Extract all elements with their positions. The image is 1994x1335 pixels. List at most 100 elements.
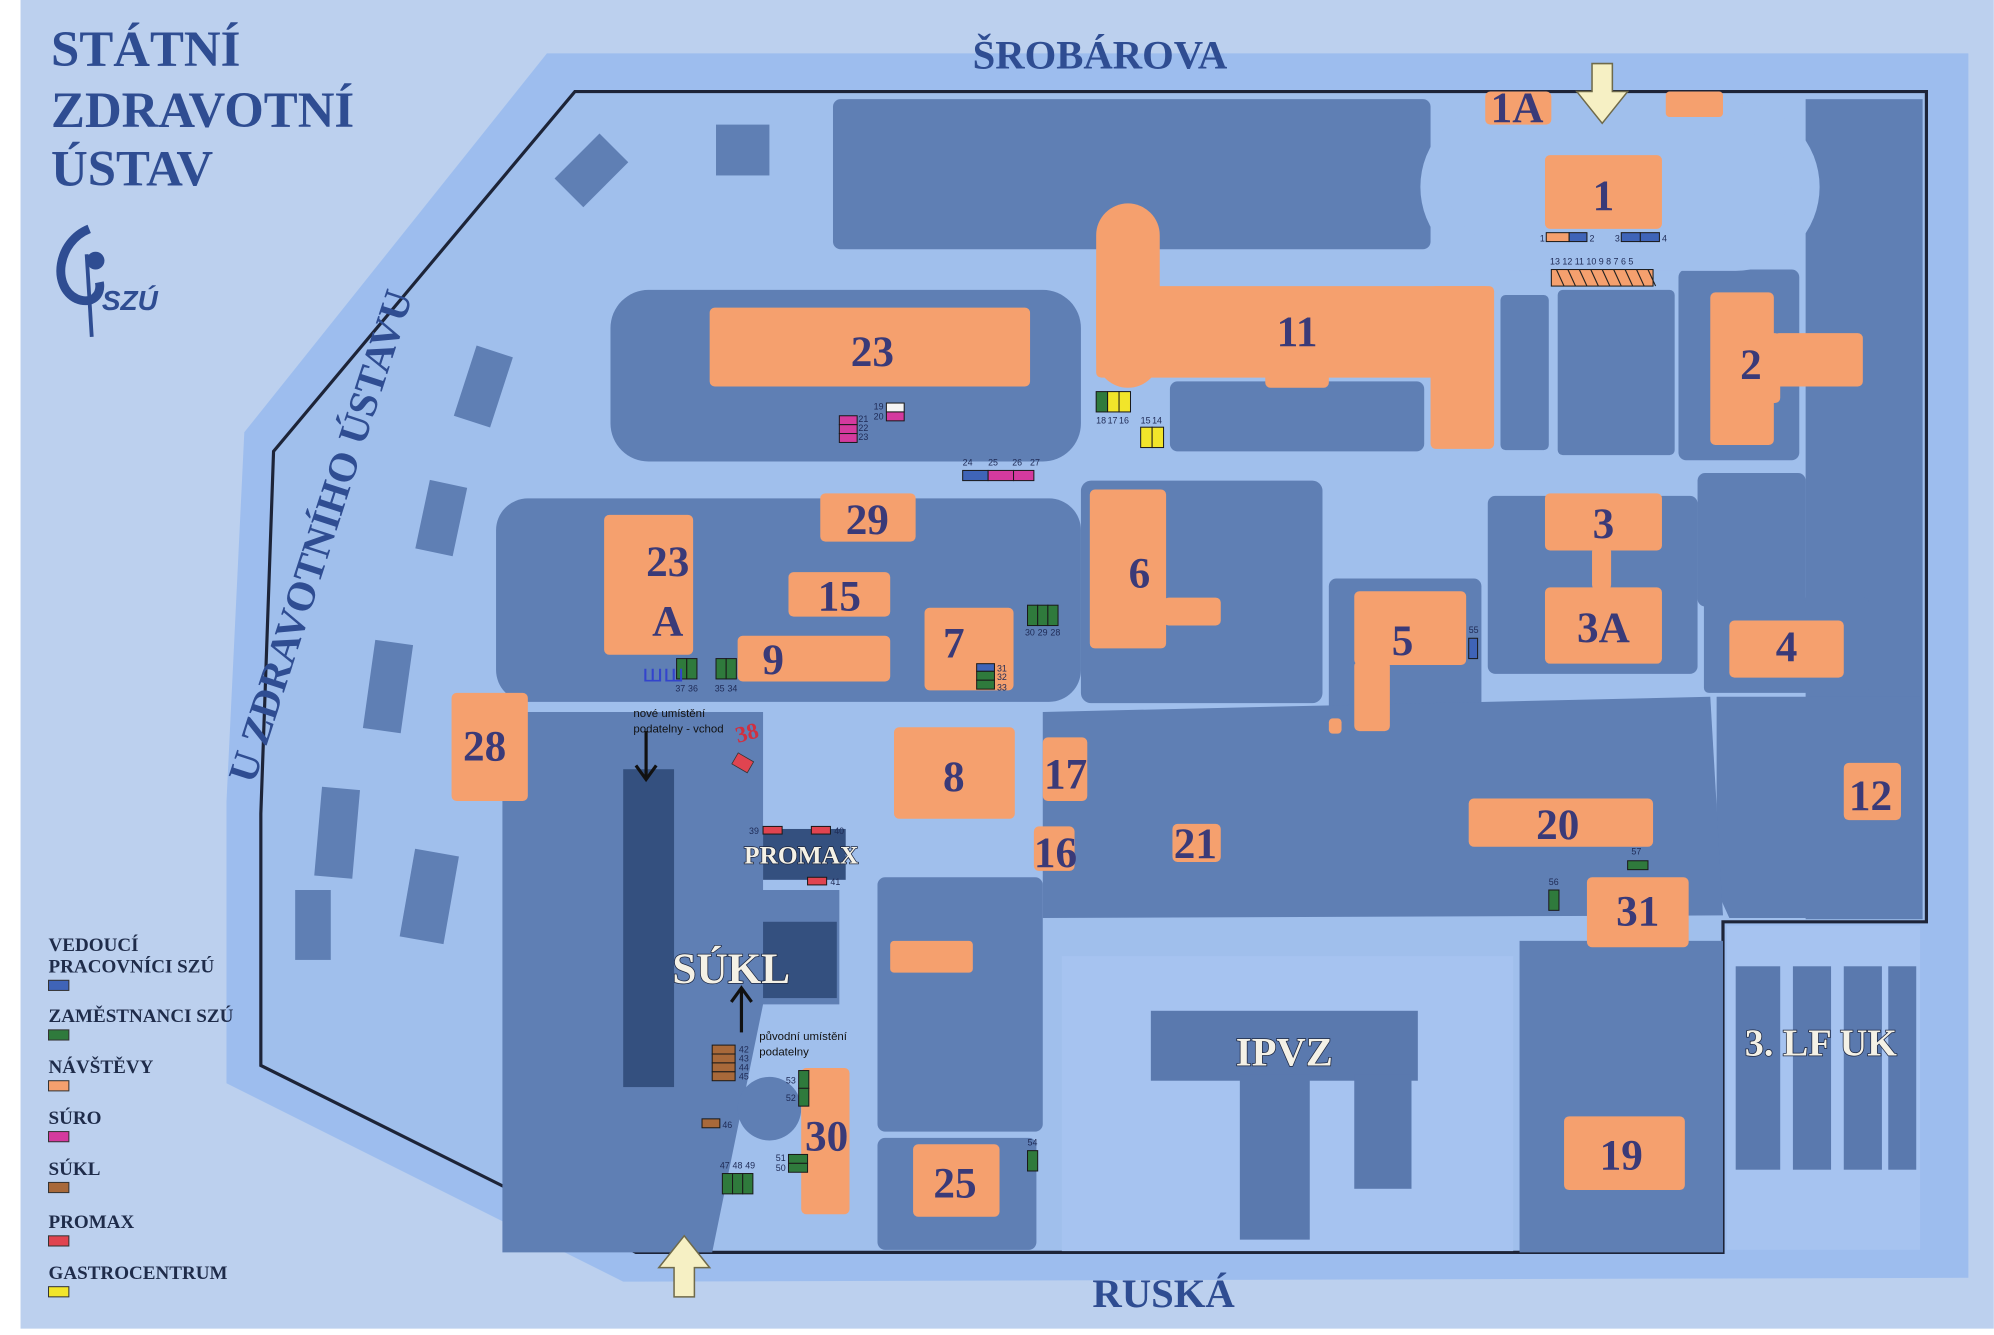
building-b29[interactable]: 29	[820, 493, 916, 544]
parking-spot-18[interactable]: 26	[1012, 457, 1035, 482]
building-number: 31	[1616, 888, 1659, 936]
parking-spot-6[interactable]: 15	[1140, 415, 1153, 449]
building-b4[interactable]: 4	[1729, 620, 1844, 678]
parking-spot-44[interactable]: 52	[786, 1087, 810, 1107]
building-b15[interactable]: 15	[788, 572, 891, 620]
building-number: 15	[818, 572, 861, 620]
parking-spot-number: 31	[997, 663, 1007, 673]
parking-spot-3[interactable]: 3	[1615, 232, 1641, 244]
parking-spot-39[interactable]: 48	[732, 1160, 744, 1195]
parking-spot-27[interactable]: 36	[686, 658, 698, 694]
promax-label[interactable]: PROMAX	[743, 841, 859, 871]
building-b28[interactable]: 28	[451, 692, 528, 801]
parking-spot-25[interactable]: 33	[976, 679, 1007, 692]
building-b19[interactable]: 19	[1564, 1116, 1685, 1191]
building-b5[interactable]: 5	[1354, 591, 1467, 732]
parking-spot-7[interactable]: 14	[1151, 415, 1165, 449]
entrance-arrow-bottom-icon[interactable]	[657, 1234, 712, 1298]
legend-swatch	[48, 979, 70, 991]
parking-spot-4[interactable]: 4	[1639, 232, 1667, 244]
building-number: 4	[1776, 623, 1798, 671]
building-b3[interactable]: 3	[1544, 493, 1662, 590]
entrance-arrow-top-icon[interactable]	[1575, 62, 1630, 125]
building-number: 5	[1392, 617, 1414, 665]
building-unlabeled	[1328, 718, 1342, 734]
parking-spot-19[interactable]: 27	[1030, 457, 1040, 467]
ipvz-building	[1150, 1010, 1418, 1240]
parking-spot-2[interactable]: 2	[1568, 232, 1594, 244]
sukl-label[interactable]: SÚKL	[672, 944, 791, 994]
lf-uk-buildings	[1735, 966, 1917, 1170]
parking-spot-number: 15	[1141, 415, 1151, 425]
parking-spot-number: 37	[675, 684, 685, 694]
building-b30[interactable]: 30	[801, 1068, 850, 1215]
parking-spot-15[interactable]: 23	[838, 432, 868, 443]
parking-spot-28[interactable]: 35	[715, 658, 727, 694]
promax-building	[763, 828, 846, 880]
building-b2[interactable]: 2	[1710, 292, 1863, 445]
parking-spot-number: 26	[1012, 457, 1022, 467]
building-b3A[interactable]: 3A	[1544, 587, 1662, 664]
legend-label: NÁVŠTĚVY	[49, 1056, 154, 1078]
parking-spot-5[interactable]: 13 12 11 10 9 8 7 6 5	[1550, 256, 1657, 287]
parking-spot-12[interactable]: 20	[874, 411, 905, 422]
sukl-annex	[763, 921, 837, 999]
parking-spot-number: 35	[715, 684, 725, 694]
parking-spot-1[interactable]: 1	[1540, 232, 1570, 244]
building-number: 28	[463, 722, 506, 770]
parking-spot-32[interactable]: 41	[807, 876, 841, 887]
building-b23[interactable]: 23	[709, 307, 1031, 387]
building-b25[interactable]: 25	[913, 1144, 1000, 1217]
parking-spot-8[interactable]: 18	[1095, 391, 1109, 426]
parking-spot-36[interactable]: 45	[711, 1071, 749, 1081]
parking-spot-46[interactable]: 55	[1468, 625, 1479, 660]
parking-spot-30[interactable]: 39	[749, 825, 783, 836]
building-b23A-bottom[interactable]: A	[652, 598, 683, 646]
legend-label-2: PRACOVNÍCI SZÚ	[49, 956, 215, 978]
building-b12[interactable]: 12	[1843, 762, 1901, 821]
parking-spot-40[interactable]: 49	[742, 1160, 755, 1195]
parking-spot-48[interactable]: 57	[1627, 846, 1649, 871]
parking-spot-11[interactable]: 19	[874, 401, 905, 413]
parking-spot-number: 33	[997, 682, 1007, 692]
parking-spot-number: 13 12 11 10 9 8 7 6 5	[1550, 256, 1633, 266]
lf-uk-label[interactable]: 3. LF UK	[1744, 1022, 1898, 1066]
building-b16[interactable]: 16	[1033, 826, 1077, 877]
legend-item: SÚRO	[48, 1107, 101, 1143]
parking-spot-9[interactable]: 17	[1107, 391, 1120, 426]
building-b17[interactable]: 17	[1042, 737, 1088, 801]
parking-spot-number: 30	[1025, 628, 1035, 638]
legend-label: PROMAX	[49, 1212, 135, 1233]
building-b8[interactable]: 8	[894, 727, 1015, 819]
legend-swatch	[48, 1131, 70, 1143]
parking-spot-21[interactable]: 29	[1037, 604, 1049, 638]
parking-spot-22[interactable]: 28	[1047, 604, 1060, 638]
building-b31[interactable]: 31	[1586, 877, 1689, 948]
building-b1A[interactable]: 1A	[1485, 84, 1552, 132]
parking-spot-45[interactable]: 54	[1027, 1138, 1039, 1172]
building-b1[interactable]: 1	[1544, 155, 1662, 229]
legend-item: NÁVŠTĚVY	[48, 1056, 154, 1092]
building-b6[interactable]: 6	[1089, 489, 1221, 649]
parking-spot-29[interactable]: 34	[725, 658, 737, 694]
building-b20[interactable]: 20	[1468, 798, 1654, 849]
parking-spot-number: 43	[739, 1054, 749, 1064]
parking-spot-41[interactable]: 51	[776, 1153, 809, 1164]
building-b11[interactable]: 11	[1096, 203, 1495, 449]
building-b9[interactable]: 9	[737, 635, 891, 684]
building-b21[interactable]: 21	[1172, 820, 1221, 868]
parking-spot-number: 40	[834, 826, 844, 836]
ipvz-label[interactable]: IPVZ	[1235, 1029, 1334, 1076]
legend-swatch	[48, 1286, 70, 1298]
parking-spot-37[interactable]: 46	[701, 1118, 732, 1130]
sukl-building	[623, 769, 675, 1088]
parking-spot-42[interactable]: 50	[776, 1162, 809, 1173]
parking-spot-31[interactable]: 40	[810, 825, 844, 836]
parking-spot-10[interactable]: 16	[1118, 391, 1132, 426]
building-number: 23	[851, 328, 894, 376]
parking-spot-47[interactable]: 56	[1548, 877, 1560, 911]
building-number: 6	[1129, 549, 1151, 597]
building-b23A-top[interactable]: 23	[604, 514, 694, 655]
